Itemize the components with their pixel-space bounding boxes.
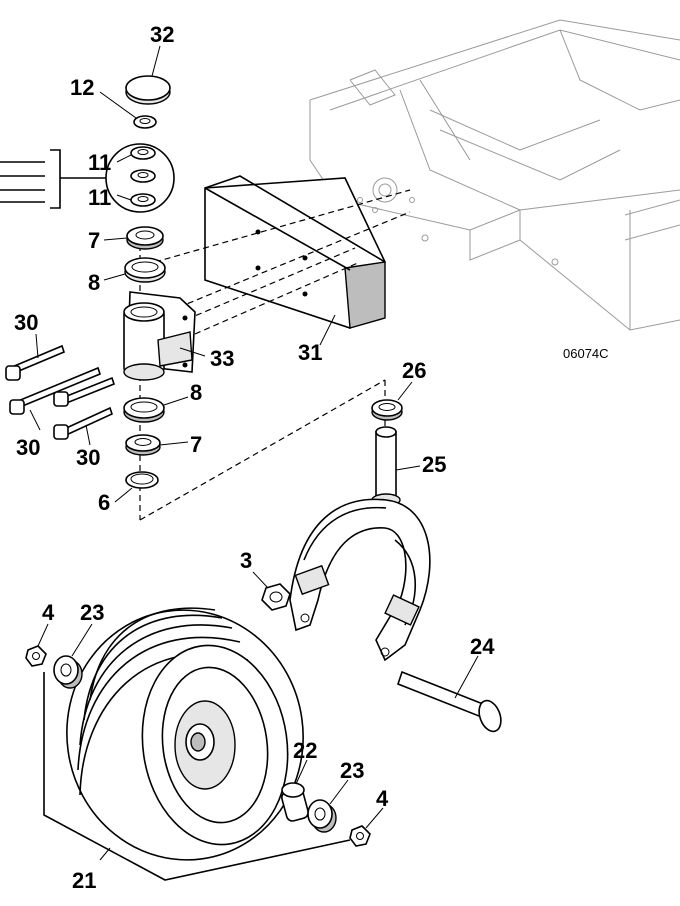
pivot-housing	[123, 291, 196, 381]
callout-31: 31	[298, 340, 322, 365]
callout-7-upper: 7	[88, 228, 100, 253]
callout-11-lower: 11	[88, 185, 111, 210]
callout-4-left: 4	[42, 600, 55, 625]
lower-washers	[123, 397, 165, 489]
callout-23-right: 23	[340, 758, 364, 783]
callout-23-left: 23	[80, 600, 104, 625]
callout-25: 25	[422, 452, 446, 477]
callout-3: 3	[240, 548, 252, 573]
bolts	[5, 344, 115, 440]
caster-fork	[289, 399, 431, 662]
callout-26: 26	[402, 358, 426, 383]
mower-frame	[309, 19, 680, 331]
hub-parts	[25, 645, 371, 847]
spacer-block	[204, 175, 386, 329]
callout-30-left: 30	[16, 435, 40, 460]
axle-bolt	[397, 670, 502, 733]
callout-33: 33	[210, 346, 234, 371]
callout-30-right: 30	[76, 445, 100, 470]
caster-wheel	[66, 607, 304, 861]
callout-8-upper: 8	[88, 270, 100, 295]
leader-lines	[29, 45, 479, 861]
callout-24: 24	[470, 634, 495, 659]
callout-11-upper: 11	[88, 150, 111, 175]
callout-4-right: 4	[376, 786, 389, 811]
callout-12: 12	[70, 75, 94, 100]
callout-22: 22	[293, 738, 317, 763]
callout-6: 6	[98, 490, 110, 515]
assembly-bracket	[43, 672, 351, 881]
callout-7-lower: 7	[190, 432, 202, 457]
drawing-code: 06074C	[563, 346, 609, 361]
washer-stack	[0, 75, 175, 283]
callout-21: 21	[72, 868, 96, 893]
callout-30-top: 30	[14, 310, 38, 335]
callout-labels: 32 12 11 11 7 8 30 33 31 30 30 8 7 6 26 …	[14, 22, 609, 893]
callout-32: 32	[150, 22, 174, 47]
callout-8-lower: 8	[190, 380, 202, 405]
nut	[261, 583, 291, 611]
